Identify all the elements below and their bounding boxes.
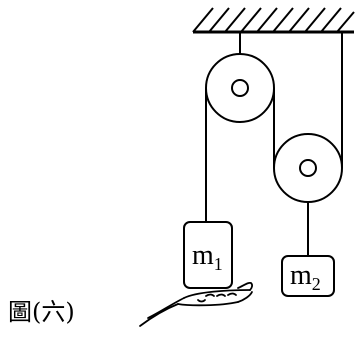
mass-1-subscript: 1 <box>214 254 223 274</box>
fixed-pulley-axle <box>231 79 249 97</box>
mass-2-subscript: 2 <box>312 274 321 294</box>
mass-1-block <box>183 221 233 289</box>
svg-text:m2: m2 <box>290 260 321 294</box>
ceiling-hatching <box>192 7 355 33</box>
mass-1-symbol: m <box>192 240 214 271</box>
figure-caption: 圖(六) <box>8 298 75 326</box>
svg-text:m1: m1 <box>192 240 223 274</box>
rope <box>205 32 343 256</box>
movable-pulley-axle <box>299 159 317 177</box>
hand-icon <box>139 281 253 327</box>
mass-2-block <box>281 255 335 297</box>
mass-2-symbol: m <box>290 260 312 291</box>
